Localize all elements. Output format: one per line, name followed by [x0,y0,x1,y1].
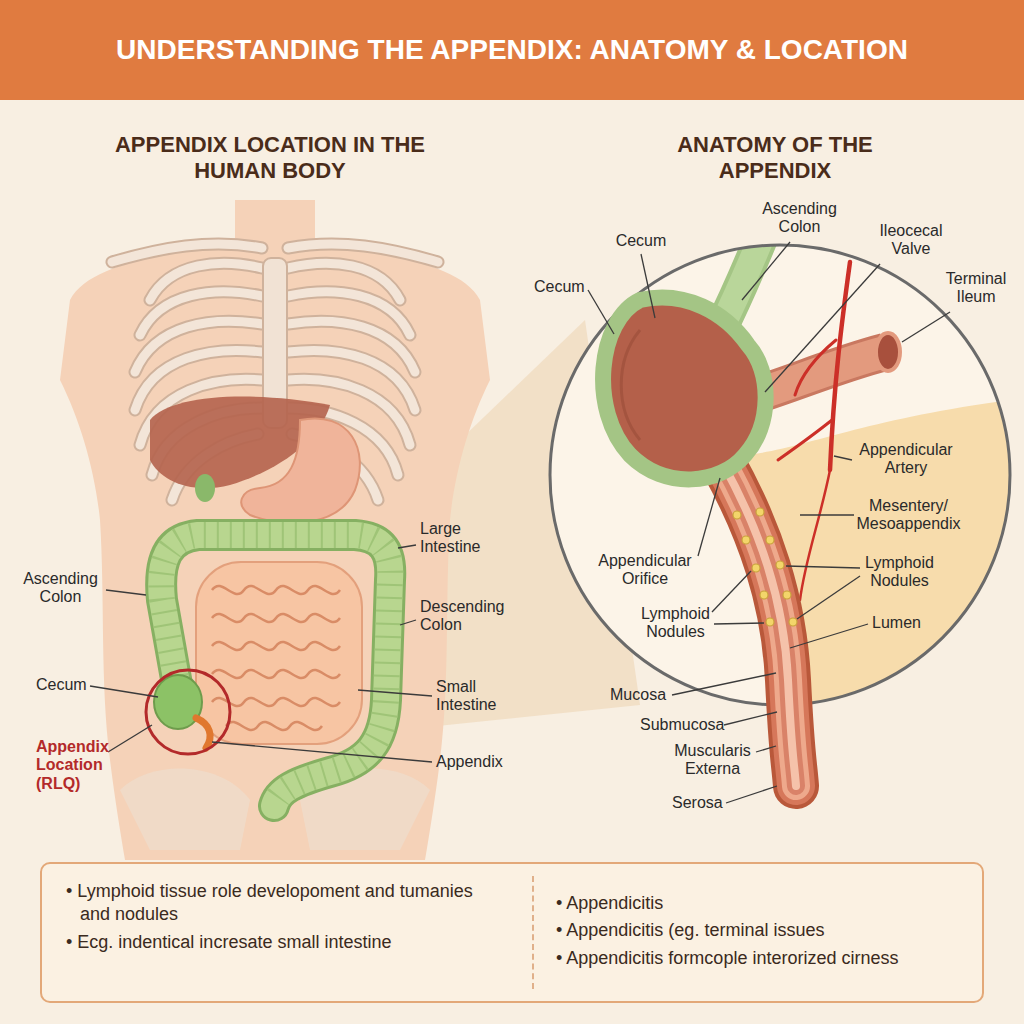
title-band: UNDERSTANDING THE APPENDIX: ANATOMY & LO… [0,0,1024,100]
part-label: Appendix [436,753,521,771]
appendicular-artery [778,262,850,600]
section-heading: ANATOMY OF THE APPENDIX [630,132,920,185]
cecum-section [603,298,766,480]
part-label: Descending Colon [420,598,515,635]
stomach [241,418,360,523]
part-label: Serosa [672,794,742,812]
part-label: Lymphoid Nodules [852,554,947,591]
part-label: Cecum [36,676,101,694]
part-label: Ascending Colon [752,200,847,237]
ileum-opening [876,333,900,371]
appendix [196,718,210,748]
part-label: Cecum [606,232,676,250]
part-label: Lymphoid Nodules [628,605,723,642]
gallbladder [195,474,215,502]
info-column: • Lymphoid tissue role developoment and … [42,864,532,1001]
part-label: Lumen [872,614,942,632]
pelvis-bone [120,769,250,850]
small-intestine [196,562,362,744]
section-heading: APPENDIX LOCATION IN THE HUMAN BODY [110,132,430,185]
bullet-text: • Appendicitis [556,892,962,915]
cecum-fold [621,330,640,440]
rlq-highlight-circle [146,670,230,754]
part-label: Mucosa [610,686,680,704]
info-box: • Lymphoid tissue role developoment and … [40,862,984,1003]
part-label: Terminal Ileum [936,270,1016,307]
region-label: Appendix Location (RLQ) [36,738,126,793]
bullet-text: • Appendicitis formcople interorized cir… [556,947,962,970]
leader-lines [90,242,950,803]
lymphoid-nodules [733,508,797,626]
part-label: Ileocecal Valve [866,222,956,259]
part-label: Ascending Colon [18,570,103,607]
part-label: Appendicular Artery [846,441,966,478]
bullet-text: • Lymphoid tissue role developoment and … [66,880,482,927]
part-label: Appendicular Orifice [585,552,705,589]
part-label: Mesentery/ Mesoappendix [846,497,971,534]
part-label: Large Intestine [420,520,505,557]
bullet-text: • Appendicitis (eg. terminal issues [556,919,962,942]
small-intestine-mass [196,562,362,744]
part-label: Muscularis Externa [660,742,765,779]
info-column: • Appendicitis • Appendicitis (eg. termin… [532,876,982,989]
part-label: Submucosa [640,716,730,734]
page-title: UNDERSTANDING THE APPENDIX: ANATOMY & LO… [116,34,908,66]
magnified-view [550,236,1010,786]
part-label: Small Intestine [436,678,521,715]
part-label: Cecum [534,278,604,296]
bullet-text: • Ecg. indentical incresate small intest… [66,931,482,954]
